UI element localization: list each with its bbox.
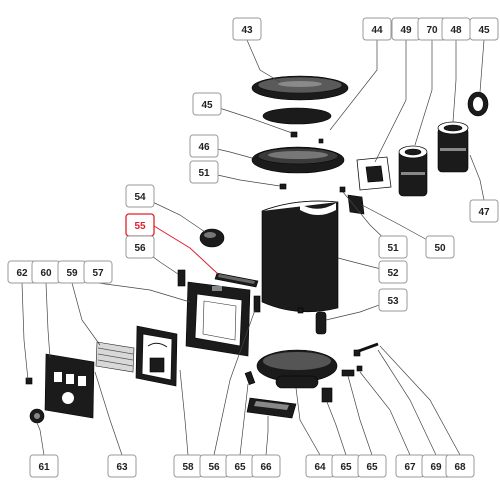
part-block-50 — [347, 194, 365, 215]
part-ring-48 — [467, 91, 489, 117]
callout-label: 68 — [445, 454, 475, 478]
callout-label: 65 — [357, 454, 387, 478]
svg-text:53: 53 — [387, 296, 399, 307]
callout-label: 49 — [391, 17, 421, 41]
callout-label: 53 — [378, 288, 408, 312]
callout-label: 56 — [199, 454, 229, 478]
part-bolt-upper — [290, 131, 324, 144]
svg-text:49: 49 — [400, 25, 412, 36]
part-cylinder-49 — [398, 145, 428, 197]
callout-label: 52 — [378, 260, 408, 284]
callout-label: 69 — [421, 454, 451, 478]
part-grille-59 — [95, 341, 135, 373]
callout-label: 67 — [395, 454, 425, 478]
part-body-52 — [261, 200, 339, 313]
part-door-frame-57 — [185, 281, 251, 357]
svg-text:54: 54 — [134, 192, 146, 203]
svg-text:47: 47 — [478, 207, 490, 218]
svg-text:52: 52 — [387, 268, 399, 279]
svg-text:46: 46 — [198, 142, 210, 153]
svg-text:65: 65 — [340, 462, 352, 473]
callout-label: 58 — [173, 454, 203, 478]
callout-label: 45 — [469, 17, 499, 41]
callout-label: 46 — [189, 134, 219, 158]
svg-text:60: 60 — [40, 268, 52, 279]
part-control-panel-60 — [44, 353, 95, 419]
svg-text:59: 59 — [66, 268, 78, 279]
callout-label: 56 — [125, 235, 155, 259]
part-clip-65b — [321, 387, 333, 403]
callout-label: 47 — [469, 199, 499, 223]
callout-label: 44 — [362, 17, 392, 41]
callout-label: 45 — [192, 92, 222, 116]
svg-text:67: 67 — [404, 462, 416, 473]
svg-text:70: 70 — [426, 25, 438, 36]
part-knob-54 — [199, 228, 225, 248]
part-lid-plate — [262, 107, 332, 125]
svg-text:66: 66 — [260, 462, 272, 473]
svg-text:69: 69 — [430, 462, 442, 473]
svg-text:48: 48 — [450, 25, 462, 36]
svg-text:57: 57 — [92, 268, 104, 279]
part-drawer-66 — [246, 397, 297, 419]
svg-text:61: 61 — [38, 462, 50, 473]
part-cylinder-70 — [437, 121, 469, 173]
parts — [25, 75, 489, 424]
svg-text:43: 43 — [241, 25, 253, 36]
svg-text:63: 63 — [116, 462, 128, 473]
part-window-panel-58 — [135, 325, 178, 387]
callout-label: 65 — [331, 454, 361, 478]
callout-label: 48 — [441, 17, 471, 41]
callout-label: 66 — [251, 454, 281, 478]
part-56-right — [253, 295, 261, 313]
part-clip-53 — [297, 307, 327, 335]
callout-label: 59 — [57, 260, 87, 284]
callout-labels: 43 44 45 49 70 48 45 46 51 47 54 55 51 5… — [7, 17, 499, 478]
part-clip-65c — [341, 369, 355, 377]
callout-label: 65 — [225, 454, 255, 478]
svg-text:45: 45 — [201, 100, 213, 111]
part-55-highlighted — [214, 272, 259, 288]
svg-text:65: 65 — [234, 462, 246, 473]
part-screw-51b — [339, 186, 346, 193]
svg-text:51: 51 — [198, 168, 210, 179]
part-gasket-square — [356, 156, 392, 191]
svg-text:51: 51 — [387, 243, 399, 254]
callout-label-highlighted: 55 — [125, 213, 155, 237]
callout-label: 62 — [7, 260, 37, 284]
part-62 — [25, 377, 33, 385]
svg-text:58: 58 — [182, 462, 194, 473]
svg-text:56: 56 — [208, 462, 220, 473]
svg-text:45: 45 — [478, 25, 490, 36]
svg-text:44: 44 — [371, 25, 383, 36]
callout-label: 63 — [107, 454, 137, 478]
callout-label: 54 — [125, 184, 155, 208]
svg-text:56: 56 — [134, 243, 146, 254]
part-top-lid — [251, 75, 349, 101]
part-burner-ring — [251, 146, 345, 174]
svg-text:62: 62 — [16, 268, 28, 279]
svg-text:65: 65 — [366, 462, 378, 473]
callout-label: 43 — [232, 17, 262, 41]
part-clip-65a — [244, 370, 256, 386]
part-tray-64 — [256, 349, 338, 389]
callout-label: 51 — [189, 160, 219, 184]
callout-label: 51 — [378, 235, 408, 259]
svg-text:64: 64 — [314, 462, 326, 473]
svg-text:55: 55 — [134, 221, 146, 232]
callout-label: 64 — [305, 454, 335, 478]
callout-label: 57 — [83, 260, 113, 284]
part-56-upright — [177, 269, 186, 287]
callout-label: 60 — [31, 260, 61, 284]
callout-label: 50 — [425, 235, 455, 259]
part-knob-61 — [29, 408, 45, 424]
callout-label: 61 — [29, 454, 59, 478]
part-rod-67-68-69 — [353, 342, 379, 372]
part-screw-51a — [279, 183, 287, 190]
svg-text:50: 50 — [434, 243, 446, 254]
svg-text:68: 68 — [454, 462, 466, 473]
